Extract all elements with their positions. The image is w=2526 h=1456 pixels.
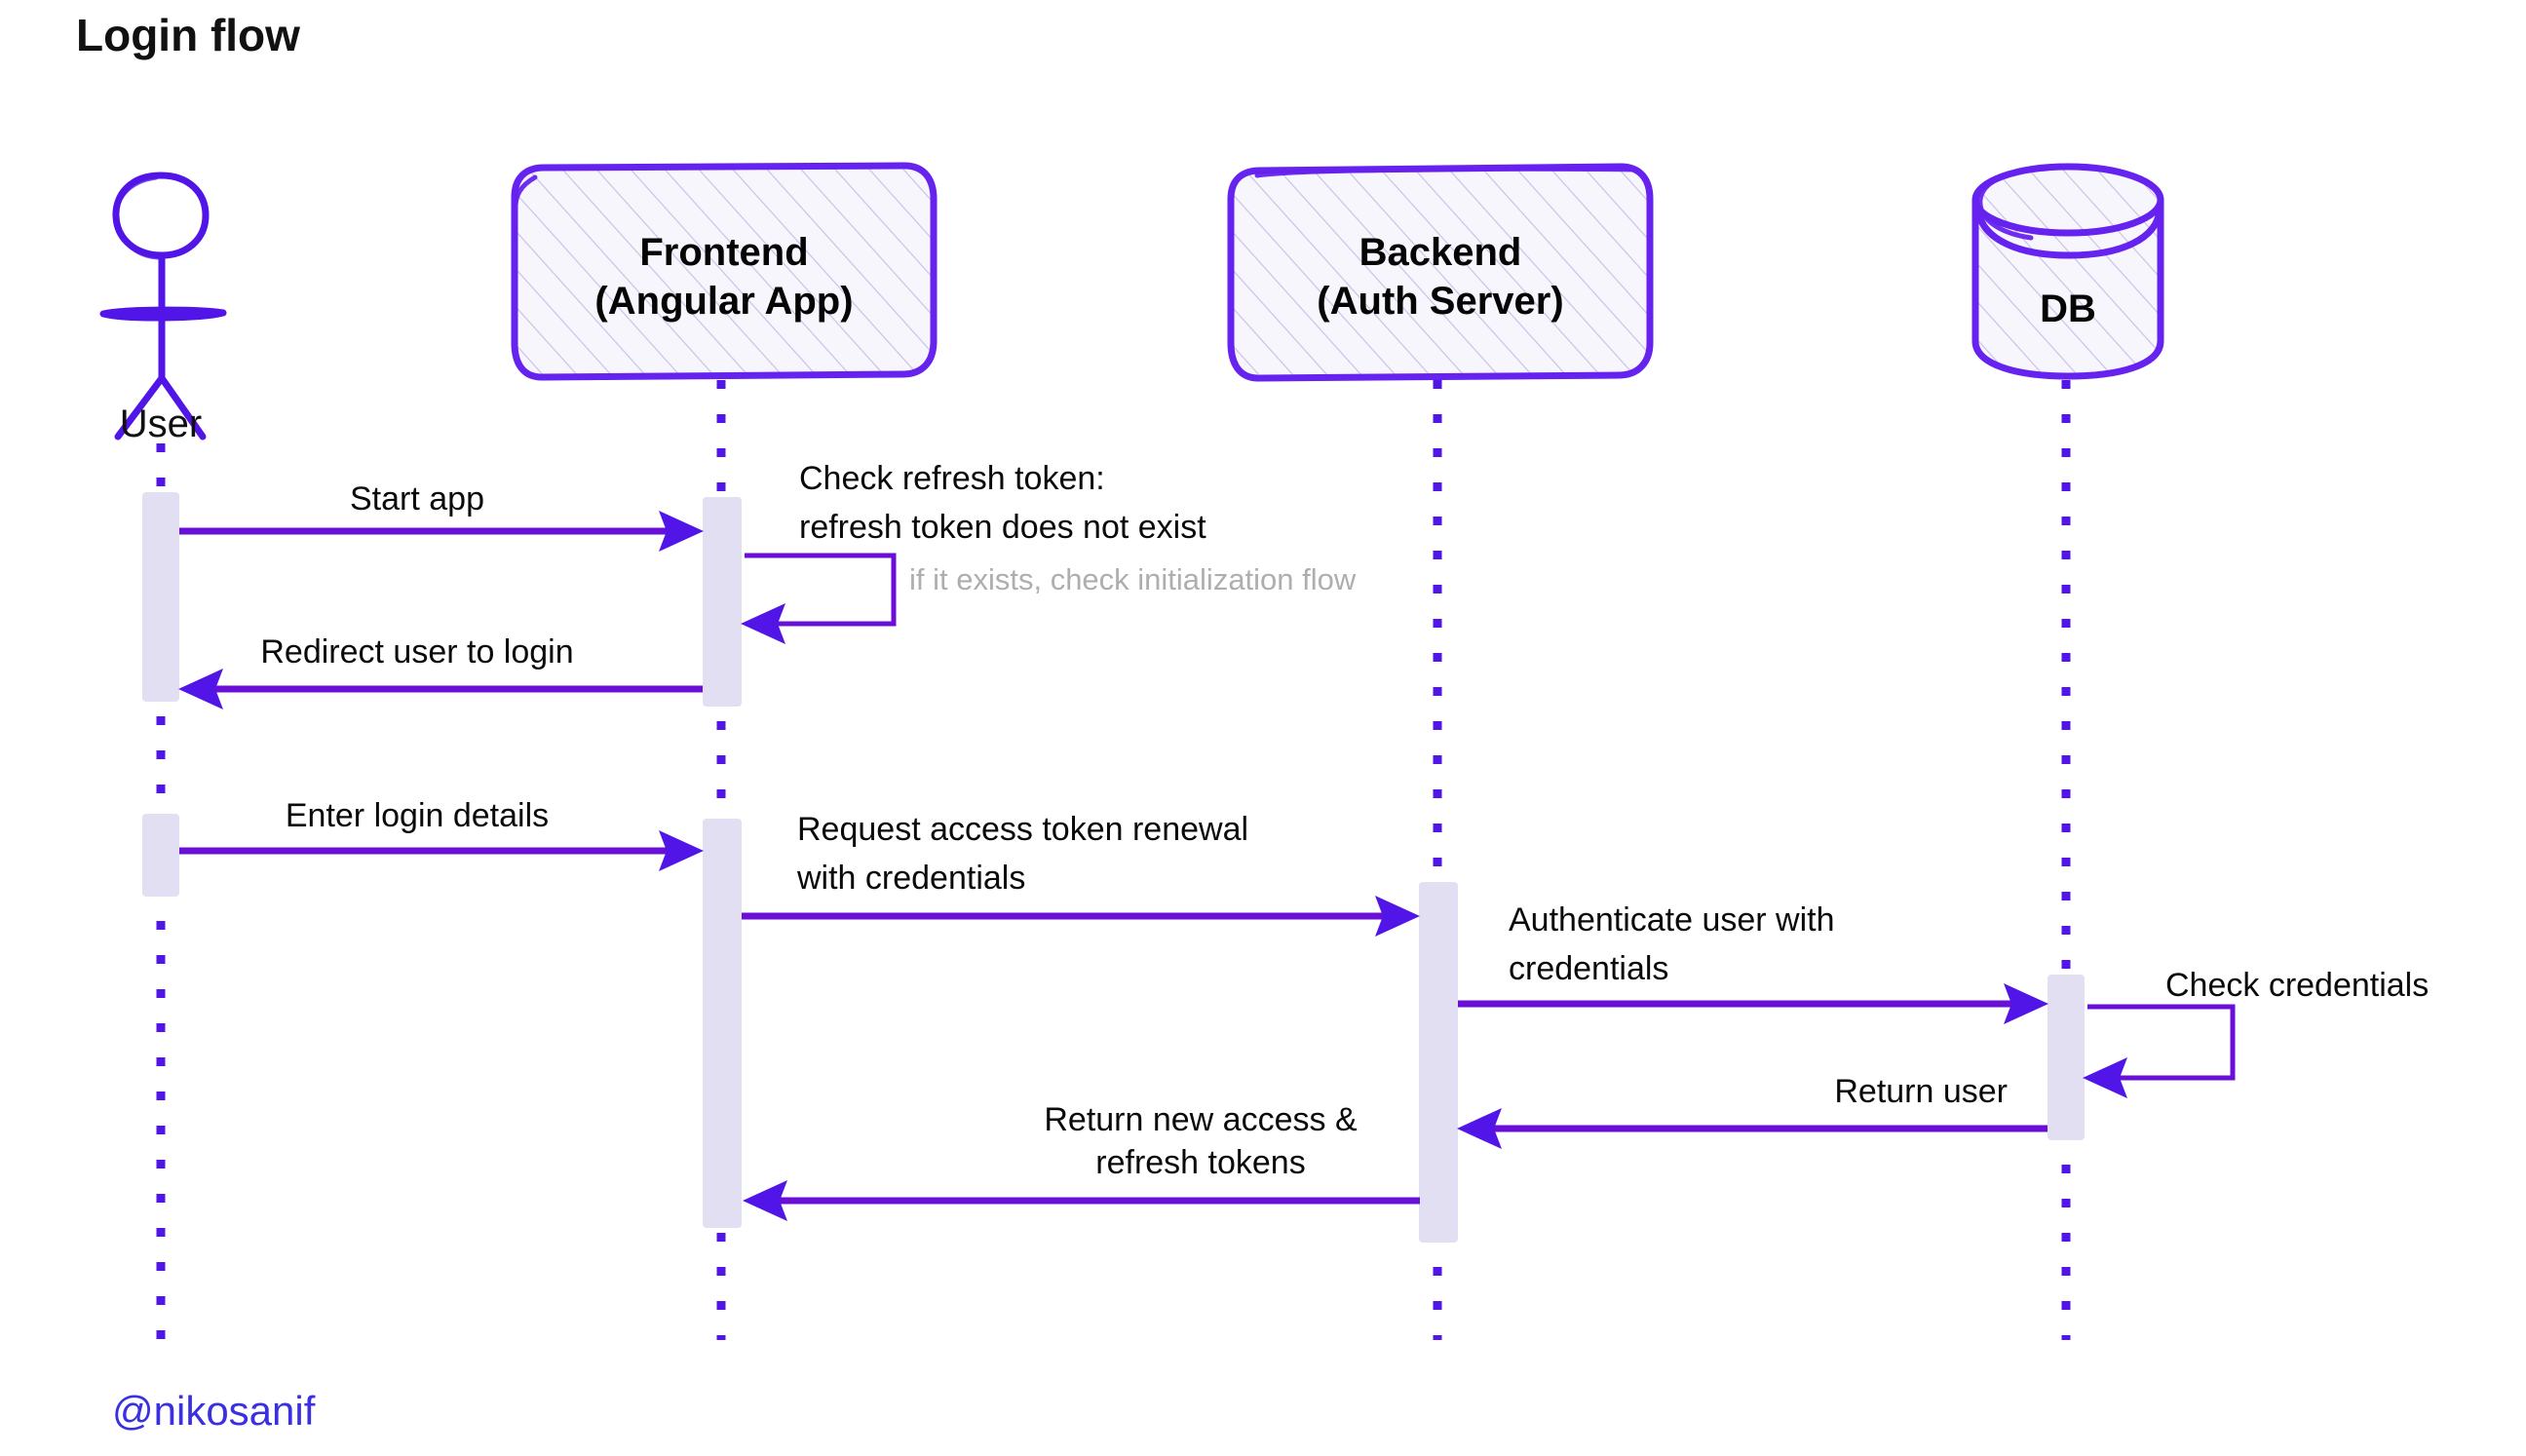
- frontend-box-sketch-stroke: [513, 174, 538, 243]
- participant-db[interactable]: DB: [1971, 163, 2164, 380]
- arrowhead-right-icon: [2004, 983, 2048, 1024]
- activation-bars-group: [142, 492, 2085, 1243]
- message-return-new-tokens[interactable]: Return new access & refresh tokens: [743, 1101, 1420, 1221]
- db-cylinder-ring: [1974, 206, 2163, 259]
- participant-label-backend-line1: Backend: [1359, 231, 1522, 274]
- activation-db-1: [2048, 975, 2085, 1140]
- activation-frontend-1: [703, 497, 742, 707]
- arrowhead-right-icon: [659, 830, 704, 871]
- arrowhead-left-icon: [1457, 1108, 1502, 1149]
- participant-label-backend-line2: (Auth Server): [1317, 280, 1563, 323]
- message-label-request-token-line2: with credentials: [796, 860, 1025, 897]
- message-label-check-credentials: Check credentials: [2165, 967, 2429, 1004]
- arrowhead-left-icon: [178, 669, 223, 709]
- message-label-return-new-tokens-line2: refresh tokens: [1095, 1144, 1305, 1181]
- arrowhead-left-icon: [2083, 1057, 2127, 1098]
- message-return-user[interactable]: Return user: [1457, 1073, 2048, 1149]
- activation-backend-1: [1419, 882, 1458, 1243]
- activation-user-2: [142, 814, 179, 897]
- author-signature[interactable]: @nikosanif: [112, 1388, 316, 1434]
- self-loop-path-frontend: [745, 553, 897, 627]
- message-label-return-user: Return user: [1834, 1073, 2008, 1110]
- participant-label-user: User: [120, 402, 202, 445]
- arrowhead-left-icon: [743, 1180, 787, 1221]
- arrowhead-left-icon: [741, 603, 785, 644]
- activation-frontend-2: [703, 819, 742, 1228]
- backend-box-fill: [1231, 168, 1650, 374]
- message-request-access-token-renewal[interactable]: Request access token renewal with creden…: [742, 811, 1420, 937]
- message-note-initialization-flow: if it exists, check initialization flow: [909, 562, 1357, 596]
- participant-frontend[interactable]: Frontend (Angular App): [511, 162, 938, 381]
- message-label-authenticate-user-line2: credentials: [1509, 950, 1668, 987]
- message-label-check-refresh-token-line1: Check refresh token:: [799, 460, 1105, 497]
- frontend-box-fill: [515, 168, 934, 374]
- db-cylinder-top-ellipse: [1971, 163, 2164, 237]
- backend-box-sketch-stroke: [1254, 166, 1640, 178]
- message-check-refresh-token[interactable]: Check refresh token: refresh token does …: [741, 460, 1357, 644]
- message-start-app[interactable]: Start app: [179, 480, 704, 552]
- message-label-enter-login-details: Enter login details: [286, 797, 549, 834]
- participant-label-db: DB: [2040, 287, 2096, 330]
- participant-label-frontend-line2: (Angular App): [594, 280, 853, 323]
- db-cylinder-body: [1971, 196, 2164, 380]
- arrowhead-right-icon: [659, 511, 704, 552]
- participant-backend[interactable]: Backend (Auth Server): [1227, 163, 1654, 382]
- participant-user[interactable]: User: [99, 172, 227, 445]
- message-label-request-token-line1: Request access token renewal: [797, 811, 1248, 848]
- message-label-redirect-user-to-login: Redirect user to login: [260, 633, 573, 671]
- message-label-return-new-tokens-line1: Return new access &: [1044, 1101, 1358, 1138]
- message-label-start-app: Start app: [350, 480, 484, 517]
- message-authenticate-user[interactable]: Authenticate user with credentials: [1458, 901, 2048, 1024]
- message-enter-login-details[interactable]: Enter login details: [179, 797, 704, 871]
- message-label-check-refresh-token-line2: refresh token does not exist: [799, 509, 1206, 546]
- backend-box-outline: [1227, 163, 1654, 382]
- db-cylinder-top-sketch: [1977, 166, 2049, 241]
- message-check-credentials[interactable]: Check credentials: [2083, 967, 2429, 1098]
- db-cylinder-fill: [1975, 168, 2160, 375]
- message-label-authenticate-user-line1: Authenticate user with: [1509, 901, 1835, 939]
- message-redirect-user-to-login[interactable]: Redirect user to login: [178, 633, 703, 709]
- participant-label-frontend-line1: Frontend: [639, 231, 808, 274]
- self-loop-path-db: [2087, 1004, 2236, 1081]
- frontend-box-outline: [511, 162, 938, 381]
- activation-user-1: [142, 492, 179, 702]
- page-title: Login flow: [76, 10, 300, 60]
- arrowhead-right-icon: [1375, 896, 1420, 937]
- actor-stick-figure-icon: [99, 172, 227, 441]
